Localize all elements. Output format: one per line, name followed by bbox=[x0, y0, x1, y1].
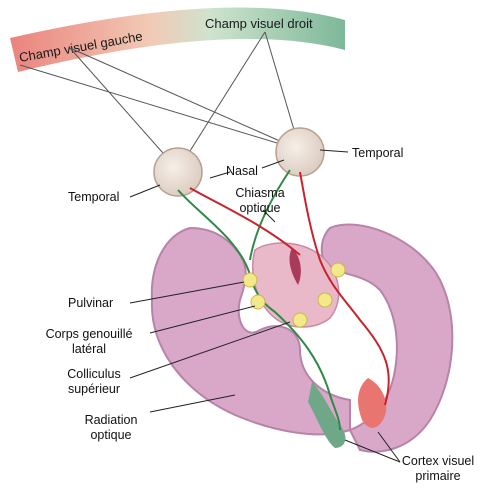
colliculus-line2: supérieur bbox=[55, 382, 133, 397]
radiation-label: Radiation optique bbox=[75, 413, 147, 443]
cortex-label: Cortex visuel primaire bbox=[392, 454, 484, 484]
corps-line2: latéral bbox=[30, 342, 148, 357]
chiasma-line1: Chiasma bbox=[227, 186, 293, 201]
chiasma-label: Chiasma optique bbox=[227, 186, 293, 216]
corps-genouille-label: Corps genouillé latéral bbox=[30, 327, 148, 357]
chiasma-line2: optique bbox=[227, 201, 293, 216]
radiation-line1: Radiation bbox=[75, 413, 147, 428]
corps-line1: Corps genouillé bbox=[30, 327, 148, 342]
right-eye bbox=[276, 128, 324, 176]
temporal-left-label: Temporal bbox=[68, 190, 119, 205]
cortex-red bbox=[358, 378, 386, 428]
colliculus-line1: Colliculus bbox=[55, 367, 133, 382]
nasal-label: Nasal bbox=[226, 164, 258, 179]
cortex-line2: primaire bbox=[392, 469, 484, 484]
cortex-line1: Cortex visuel bbox=[392, 454, 484, 469]
temporal-right-label: Temporal bbox=[352, 146, 403, 161]
left-eye bbox=[154, 148, 202, 196]
radiation-line2: optique bbox=[75, 428, 147, 443]
right-field-label: Champ visuel droit bbox=[205, 16, 313, 31]
pulvinar-label: Pulvinar bbox=[68, 296, 113, 311]
colliculus-label: Colliculus supérieur bbox=[55, 367, 133, 397]
